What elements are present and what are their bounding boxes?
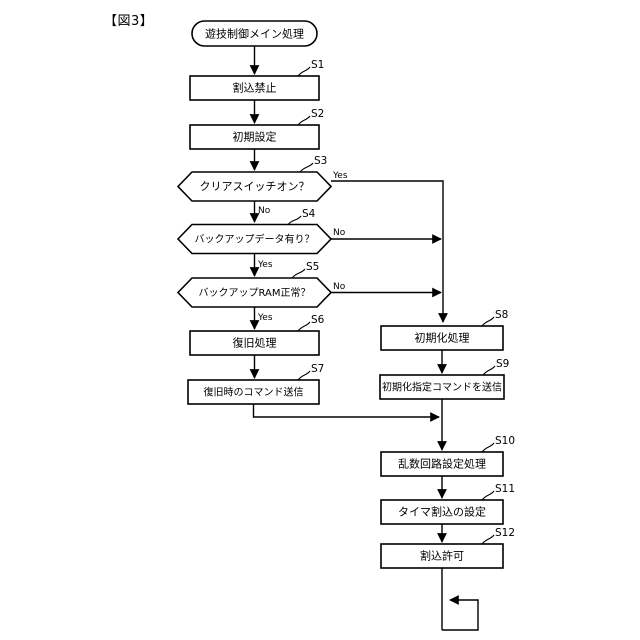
node-s7-label: 復旧時のコマンド送信: [204, 386, 304, 399]
node-s4-label: バックアップデータ有り？: [195, 233, 315, 246]
node-s11: タイマ割込の設定: [380, 499, 504, 525]
edge-label-s5-no: No: [333, 282, 346, 292]
leader-s10: [481, 442, 495, 453]
leader-s9: [482, 365, 496, 376]
step-label-s8: S8: [495, 309, 508, 321]
node-s6: 復旧処理: [189, 330, 320, 356]
leader-s3: [299, 162, 314, 173]
step-label-s9: S9: [496, 358, 509, 370]
node-s10: 乱数回路設定処理: [380, 451, 504, 477]
leader-s7: [297, 370, 311, 381]
node-s3: クリアスイッチオン？: [176, 171, 333, 202]
step-label-s7: S7: [311, 363, 324, 375]
node-s7: 復旧時のコマンド送信: [187, 379, 320, 405]
node-s8-label: 初期化処理: [415, 331, 470, 345]
node-s11-label: タイマ割込の設定: [398, 505, 486, 519]
node-start: 遊技制御メイン処理: [191, 20, 318, 47]
edge-s3-yes: [331, 180, 448, 323]
node-s12: 割込許可: [380, 543, 504, 569]
step-label-s4: S4: [302, 208, 316, 220]
step-label-s12: S12: [495, 527, 515, 539]
edge-label-s3-yes: Yes: [332, 171, 348, 181]
node-s6-label: 復旧処理: [233, 337, 277, 350]
node-s10-label: 乱数回路設定処理: [398, 457, 486, 471]
edge-label-s3-no: No: [258, 206, 271, 216]
node-s1-label: 割込禁止: [233, 81, 277, 95]
step-label-s3: S3: [314, 155, 327, 167]
node-s9: 初期化指定コマンドを送信: [379, 374, 505, 400]
node-s3-label: クリアスイッチオン？: [200, 180, 310, 193]
leader-s4: [287, 215, 302, 225]
step-label-s2: S2: [311, 108, 324, 120]
step-label-s6: S6: [311, 314, 325, 326]
step-label-s11: S11: [495, 483, 515, 495]
leader-s5: [291, 268, 306, 279]
node-s4: バックアップデータ有り？: [176, 223, 333, 255]
step-label-s1: S1: [311, 59, 324, 71]
node-s9-label: 初期化指定コマンドを送信: [382, 381, 502, 394]
node-s1: 割込禁止: [189, 75, 320, 101]
leader-s8: [481, 316, 495, 327]
node-s8: 初期化処理: [380, 325, 504, 351]
edge-label-s5-yes: Yes: [257, 313, 273, 323]
node-s5-label: バックアップRAM正常？: [198, 286, 310, 299]
leader-s1: [297, 66, 311, 77]
edge-label-s4-no: No: [333, 228, 346, 238]
leader-s6: [297, 321, 311, 332]
step-label-s10: S10: [495, 435, 515, 447]
node-s5: バックアップRAM正常？: [176, 277, 333, 308]
step-label-s5: S5: [306, 261, 319, 273]
node-s12-label: 割込許可: [420, 549, 464, 563]
loop-back-path: [441, 568, 479, 631]
edge-s7-merge: [252, 404, 440, 422]
node-s2: 初期設定: [189, 124, 320, 150]
edge-label-s4-yes: Yes: [257, 260, 273, 270]
node-s2-label: 初期設定: [233, 130, 277, 144]
leader-s2: [297, 115, 311, 126]
leader-s11: [481, 490, 495, 501]
leader-s12: [481, 534, 495, 545]
figure-label: 【図3】: [104, 14, 154, 29]
node-start-label: 遊技制御メイン処理: [205, 27, 304, 41]
